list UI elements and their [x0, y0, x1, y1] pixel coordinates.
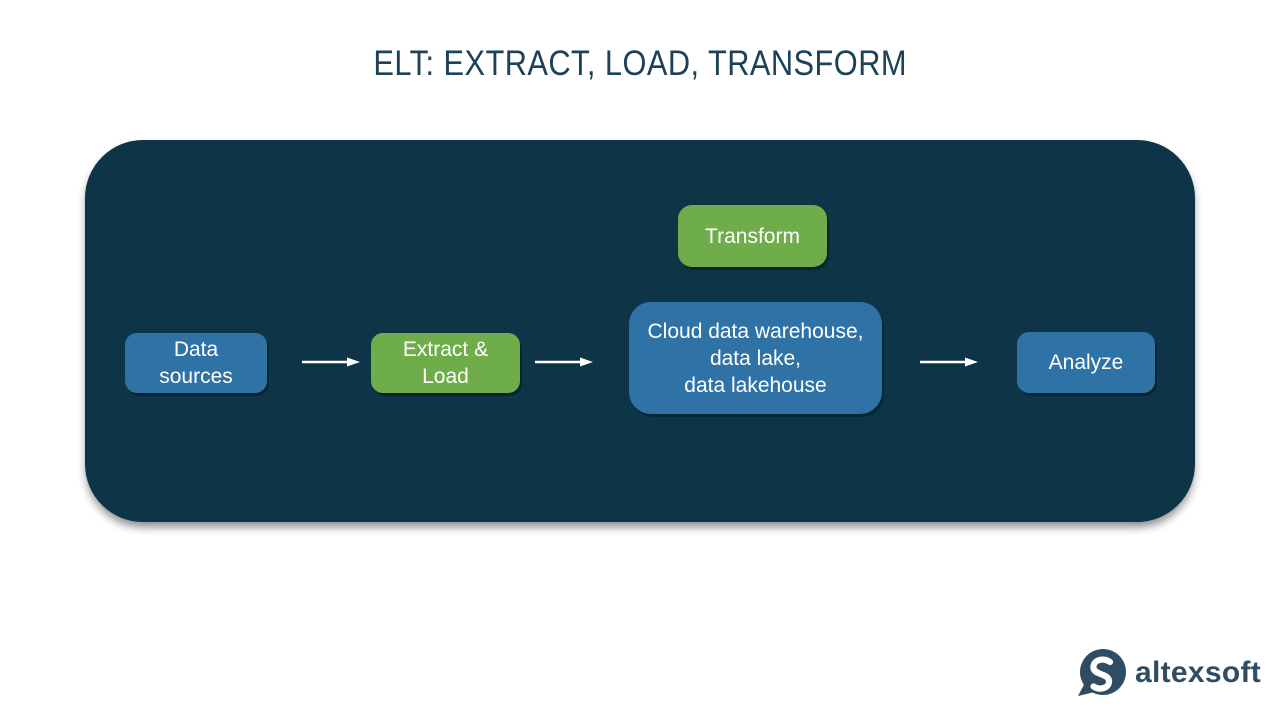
arrow-right-icon-3 — [920, 355, 978, 369]
node-storage-label: Cloud data warehouse, data lake, data la… — [647, 319, 864, 397]
node-transform-label: Transform — [705, 224, 800, 248]
page-title: ELT: EXTRACT, LOAD, TRANSFORM — [0, 44, 1280, 84]
arrow-right-icon-2 — [535, 355, 593, 369]
node-storage: Cloud data warehouse, data lake, data la… — [629, 302, 882, 414]
node-analyze: Analyze — [1017, 332, 1155, 393]
altexsoft-logo-icon — [1078, 649, 1126, 696]
page-title-text: ELT: EXTRACT, LOAD, TRANSFORM — [373, 44, 907, 83]
arrow-right-icon-1 — [302, 355, 360, 369]
node-transform: Transform — [678, 205, 827, 267]
altexsoft-logo-text: altexsoft — [1135, 656, 1262, 689]
node-data-sources-label: Data sources — [159, 338, 233, 388]
node-data-sources: Data sources — [125, 333, 267, 393]
node-extract-load: Extract & Load — [371, 333, 520, 393]
node-analyze-label: Analyze — [1048, 351, 1124, 374]
node-extract-load-label: Extract & Load — [402, 338, 489, 388]
altexsoft-logo: altexsoft — [1075, 648, 1261, 698]
